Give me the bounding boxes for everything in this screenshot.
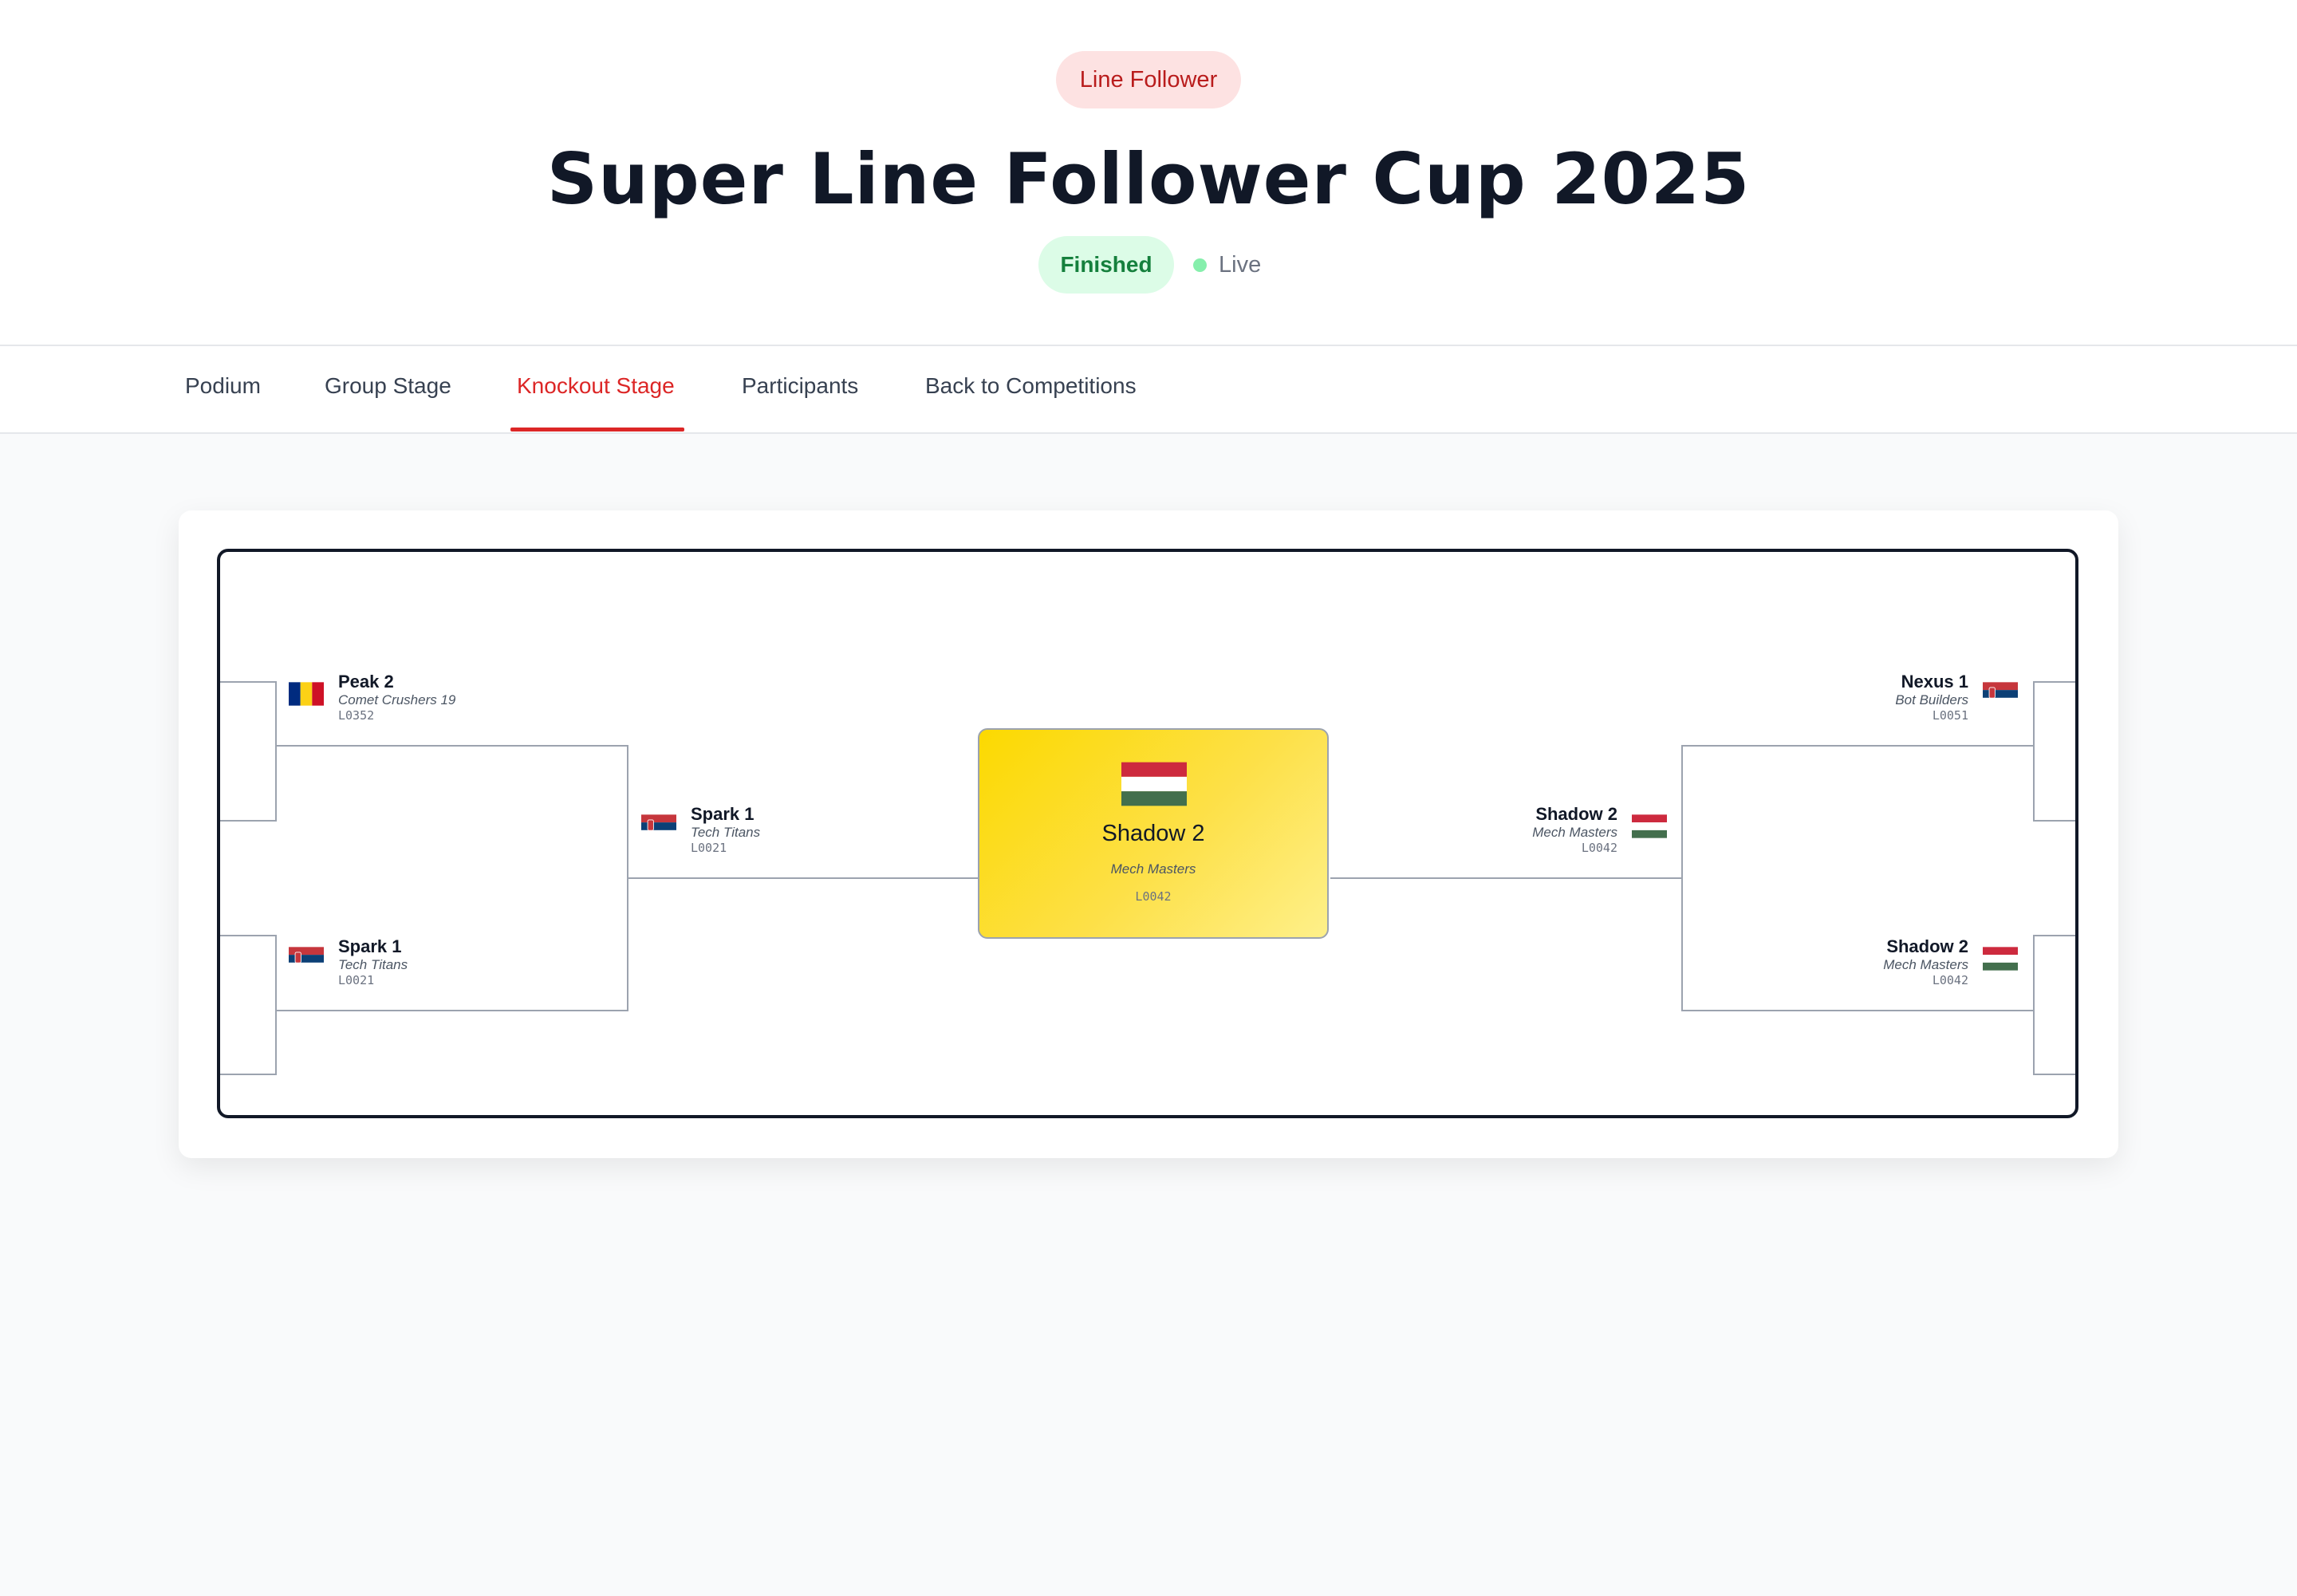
live-label: Live bbox=[1219, 252, 1262, 278]
participant-code: L0051 bbox=[1932, 708, 1968, 723]
participant-name: Spark 1 bbox=[338, 936, 402, 956]
romania-flag-icon bbox=[289, 682, 324, 706]
serbia-flag-icon bbox=[289, 947, 324, 971]
participant-team: Bot Builders bbox=[1895, 692, 1968, 707]
participant-team: Mech Masters bbox=[1883, 957, 1968, 972]
champion-code: L0042 bbox=[1135, 889, 1172, 904]
participant-name: Spark 1 bbox=[691, 804, 755, 824]
bracket-participant-left-semi-1[interactable]: Peak 2 Comet Crushers 19 L0352 bbox=[289, 672, 496, 727]
participant-name: Nexus 1 bbox=[1901, 672, 1968, 692]
participant-name: Shadow 2 bbox=[1535, 804, 1617, 824]
category-badge: Line Follower bbox=[1056, 51, 1241, 108]
participant-team: Tech Titans bbox=[691, 825, 761, 840]
participant-name: Shadow 2 bbox=[1886, 936, 1968, 956]
bracket-lines bbox=[220, 681, 2075, 1075]
champion-name: Shadow 2 bbox=[1101, 821, 1205, 846]
live-indicator-dot bbox=[1193, 258, 1207, 272]
bracket-participant-left-semi-2[interactable]: Spark 1 Tech Titans L0021 bbox=[289, 936, 496, 992]
status-badge: Finished bbox=[1038, 236, 1174, 294]
bracket-participant-left-final[interactable]: Spark 1 Tech Titans L0021 bbox=[641, 804, 849, 860]
hungary-flag-icon bbox=[1632, 814, 1667, 838]
competition-header: Line Follower Super Line Follower Cup 20… bbox=[0, 0, 2297, 346]
tab-navigation: Podium Group Stage Knockout Stage Partic… bbox=[0, 346, 2297, 434]
champion-card[interactable]: Shadow 2 Mech Masters L0042 bbox=[978, 728, 1329, 939]
participant-code: L0021 bbox=[691, 841, 727, 855]
serbia-flag-icon bbox=[641, 814, 676, 838]
champion-team: Mech Masters bbox=[1110, 861, 1196, 877]
bracket-participant-right-semi-1[interactable]: Nexus 1 Bot Builders L0051 bbox=[1810, 672, 2018, 727]
active-tab-indicator bbox=[510, 428, 684, 432]
participant-code: L0352 bbox=[338, 708, 375, 723]
page-title: Super Line Follower Cup 2025 bbox=[546, 138, 1751, 220]
tab-podium[interactable]: Podium bbox=[185, 373, 261, 398]
hungary-flag-icon bbox=[1983, 947, 2018, 971]
serbia-flag-icon bbox=[1983, 682, 2018, 706]
bracket-participant-right-semi-2[interactable]: Shadow 2 Mech Masters L0042 bbox=[1810, 936, 2018, 992]
tab-back-to-competitions[interactable]: Back to Competitions bbox=[925, 373, 1137, 398]
participant-code: L0042 bbox=[1581, 841, 1617, 855]
bracket-line bbox=[2033, 681, 2075, 822]
bracket-line bbox=[220, 935, 277, 1075]
tab-knockout-stage[interactable]: Knockout Stage bbox=[517, 373, 675, 398]
bracket-participant-right-final[interactable]: Shadow 2 Mech Masters L0042 bbox=[1460, 804, 1667, 860]
participant-code: L0021 bbox=[338, 973, 375, 987]
bracket-line bbox=[1681, 745, 2034, 1011]
participant-team: Comet Crushers 19 bbox=[338, 692, 456, 707]
bracket-line bbox=[2033, 935, 2075, 1075]
tab-participants[interactable]: Participants bbox=[742, 373, 859, 398]
hungary-flag-icon bbox=[1121, 762, 1187, 806]
participant-team: Mech Masters bbox=[1532, 825, 1617, 840]
bracket-line bbox=[220, 681, 277, 822]
participant-team: Tech Titans bbox=[338, 957, 408, 972]
participant-name: Peak 2 bbox=[338, 672, 394, 692]
participant-code: L0042 bbox=[1932, 973, 1968, 987]
tab-group-stage[interactable]: Group Stage bbox=[325, 373, 451, 398]
